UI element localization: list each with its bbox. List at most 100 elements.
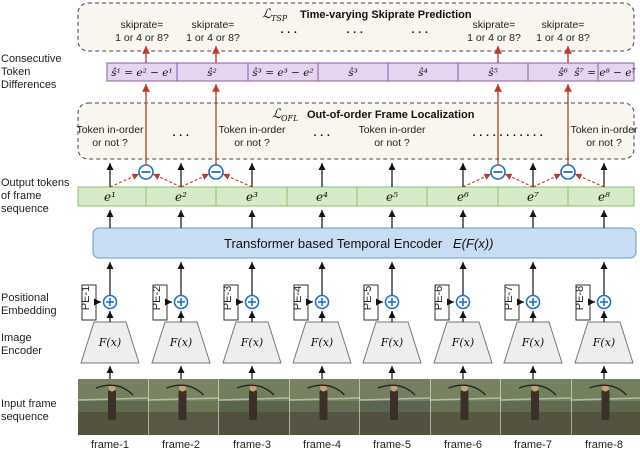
tsp-question: 1 or 4 or 8? [467,32,521,44]
output-token: e¹ [104,190,116,204]
svg-text:Transformer based Temporal Enc: Transformer based Temporal Encoder [224,236,443,251]
red-dashed-arrow [532,173,562,188]
red-dashed-arrow [152,173,182,188]
frame-image [359,379,431,435]
diff-token-strip [106,62,635,82]
image-encoder-label: F(x) [451,336,474,349]
ofl-title: ℒ OFL Out-of-order Frame Localization [272,107,475,123]
ofl-dots: · · · [172,130,189,142]
svg-text:Output tokens: Output tokens [1,177,70,189]
red-dashed-arrow [222,173,253,188]
frame-image [571,379,640,435]
tsp-question: 1 or 4 or 8? [115,32,169,44]
image-encoder-block [574,321,634,364]
frame-image [289,379,360,435]
diff-token: ŝ³ = e³ − e² [252,67,313,79]
red-dashed-arrow [504,173,534,188]
positional-embedding-label: PE-7 [503,286,515,310]
image-encoder-block [80,321,140,364]
tsp-question: 1 or 4 or 8? [536,32,590,44]
frame-image [500,379,572,435]
left-label-image-encoder: Image Encoder [1,332,42,357]
svg-text:Out-of-order Frame Localizatio: Out-of-order Frame Localization [307,109,475,121]
svg-text:sequence: sequence [1,411,49,423]
diff-token: ŝ⁴ [418,67,428,79]
left-label-input-frame: Input frame sequence [1,398,57,423]
output-token: e⁷ [527,190,539,204]
frame-column: frame-7 F(x) PE-7 [500,284,572,451]
tsp-question: skiprate= [192,19,235,31]
tsp-question: 1 or 4 or 8? [186,32,240,44]
frame-label: frame-8 [585,439,623,451]
ofl-question: Token in-order [76,124,144,136]
frame-column: frame-4 F(x) PE-4 [289,284,360,451]
tsp-question: skiprate= [542,19,585,31]
frame-image [430,379,501,435]
red-dashed-arrow [180,173,210,188]
tsp-box [77,2,635,52]
diff-token: ŝ⁶ [558,67,568,79]
red-dashed-arrow [109,173,140,188]
tsp-question: skiprate= [121,19,164,31]
image-encoder-block [433,321,493,364]
image-encoder-label: F(x) [169,336,192,349]
frame-label: frame-2 [162,439,200,451]
frame-label: frame-7 [514,439,552,451]
ofl-question: or not ? [92,137,128,149]
ofl-dots: · · · [313,130,330,142]
image-encoder-block [222,321,282,364]
temporal-encoder-label: Transformer based Temporal Encoder E(F(x… [224,236,493,251]
image-encoder-block [362,321,422,364]
output-token: e⁸ [598,190,610,204]
output-token: e⁶ [457,190,469,204]
svg-text:of frame: of frame [1,190,41,202]
frame-column: frame-6 F(x) PE-6 [430,284,501,451]
frame-label: frame-6 [444,439,482,451]
svg-text:Image: Image [1,332,32,344]
tsp-question: skiprate= [473,19,516,31]
frame-column: frame-1F(x)PE-1 [77,284,149,451]
diff-token: ŝ¹ = e² − e¹ [111,67,172,79]
diff-token: ŝ⁵ [488,67,498,79]
svg-text:Embedding: Embedding [1,305,57,317]
svg-text:Differences: Differences [1,79,57,91]
tsp-dots: · · · [411,27,428,39]
image-encoder-label: F(x) [592,336,615,349]
svg-text:TSP: TSP [271,14,288,23]
svg-text:Input frame: Input frame [1,398,57,410]
image-encoder-label: F(x) [310,336,333,349]
positional-embedding-label: PE-4 [292,286,304,310]
frame-image [218,379,290,435]
frame-label: frame-3 [233,439,271,451]
svg-text:E(F(x)): E(F(x)) [453,236,493,251]
positional-embedding-label: PE-6 [433,286,445,310]
token-strip [77,186,635,207]
svg-text:ℒ: ℒ [262,7,272,22]
frame-column: frame-5F(x)PE-5 [359,284,431,451]
positional-embedding-label: PE-8 [574,286,586,310]
tsp-dots: · · · [280,27,297,39]
svg-text:Consecutive: Consecutive [1,53,62,65]
diff-token: ŝ² [207,67,217,79]
output-token: e² [175,190,187,204]
frame-label: frame-4 [303,439,341,451]
image-encoder-block [292,321,352,364]
temporal-encoder-box [92,227,637,259]
svg-text:Encoder: Encoder [1,345,42,357]
image-encoder-label: F(x) [521,336,544,349]
svg-text:OFL: OFL [281,114,298,123]
ofl-question: or not ? [234,137,270,149]
tsp-title: ℒ TSP Time-varying Skiprate Prediction [262,7,472,23]
ofl-dots: · · · · · · · · · · · [473,130,544,142]
image-encoder-label: F(x) [380,336,403,349]
ofl-question: or not ? [374,137,410,149]
ofl-question: Token in-order [358,124,426,136]
svg-text:Time-varying Skiprate Predicti: Time-varying Skiprate Prediction [300,9,472,21]
image-encoder-block [151,321,211,364]
left-label-output-tokens: Output tokens of frame sequence [1,177,70,215]
image-encoder-label: F(x) [98,336,121,349]
left-label-consecutive: Consecutive Token Differences [1,53,62,91]
frame-column: frame-8 F(x) PE-8 [571,284,640,451]
